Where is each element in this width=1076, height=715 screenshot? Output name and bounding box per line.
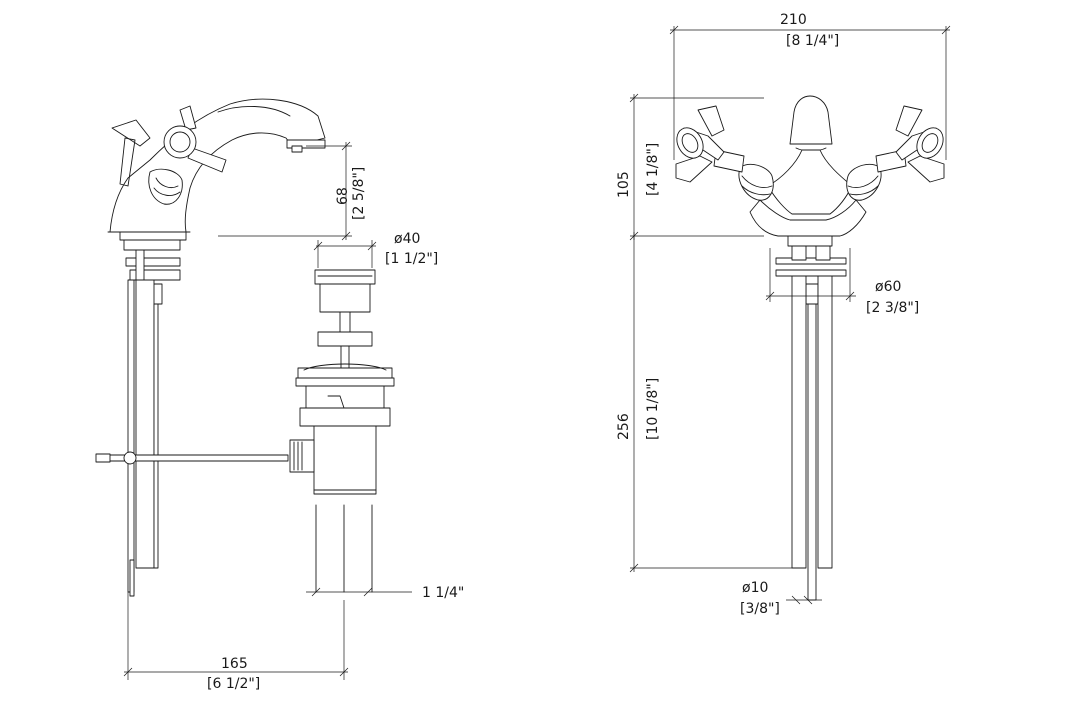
tail-length-inch: [10 1/8"]	[645, 378, 661, 440]
cross-handle-side	[111, 105, 227, 205]
spout-height-mm: 68	[335, 187, 351, 205]
projection-inch: [6 1/2"]	[207, 676, 260, 692]
base-diameter-inch: [2 3/8"]	[866, 300, 919, 316]
projection-mm: 165	[221, 656, 248, 672]
faucet-body-front	[749, 95, 867, 247]
dim-pipe-diameter: ø10 [3/8"]	[740, 580, 822, 617]
pipe-diameter-inch: [3/8"]	[740, 601, 780, 617]
waste-diameter-inch: [1 1/2"]	[385, 251, 438, 267]
tails-front	[775, 245, 847, 601]
body-height-mm: 105	[616, 171, 632, 198]
waste-diameter-mm: ø40	[394, 231, 420, 247]
dim-projection: 165 [6 1/2"]	[123, 592, 349, 692]
waste-assembly	[289, 269, 395, 593]
waste-tail-inch: 1 1/4"	[422, 585, 464, 601]
popup-rod	[95, 451, 289, 465]
spout-height-inch: [2 5/8"]	[351, 167, 367, 220]
handle-span-mm: 210	[780, 12, 807, 28]
front-view: 210 [8 1/4"] 105 [4 1/8"] ø60 [2 3/8"]	[616, 12, 951, 617]
handle-span-inch: [8 1/4"]	[786, 33, 839, 49]
tails-side	[123, 239, 181, 597]
dim-waste-tail: 1 1/4"	[306, 585, 464, 601]
dim-base-diameter: ø60 [2 3/8"]	[765, 248, 919, 316]
dim-spout-height: 68 [2 5/8"]	[218, 141, 367, 241]
dim-body-height: 105 [4 1/8"]	[616, 93, 764, 241]
base-diameter-mm: ø60	[875, 279, 901, 295]
side-view: 68 [2 5/8"] ø40 [1 1/2"] 1 1/4"	[95, 98, 464, 692]
left-handle-front	[675, 105, 774, 201]
tail-length-mm: 256	[616, 413, 632, 440]
pipe-diameter-mm: ø10	[742, 580, 768, 596]
dim-waste-diameter: ø40 [1 1/2"]	[313, 231, 438, 268]
right-handle-front	[846, 105, 945, 201]
dim-handle-span: 210 [8 1/4"]	[669, 12, 951, 160]
dim-tail-length: 256 [10 1/8"]	[616, 232, 792, 573]
body-height-inch: [4 1/8"]	[645, 143, 661, 196]
